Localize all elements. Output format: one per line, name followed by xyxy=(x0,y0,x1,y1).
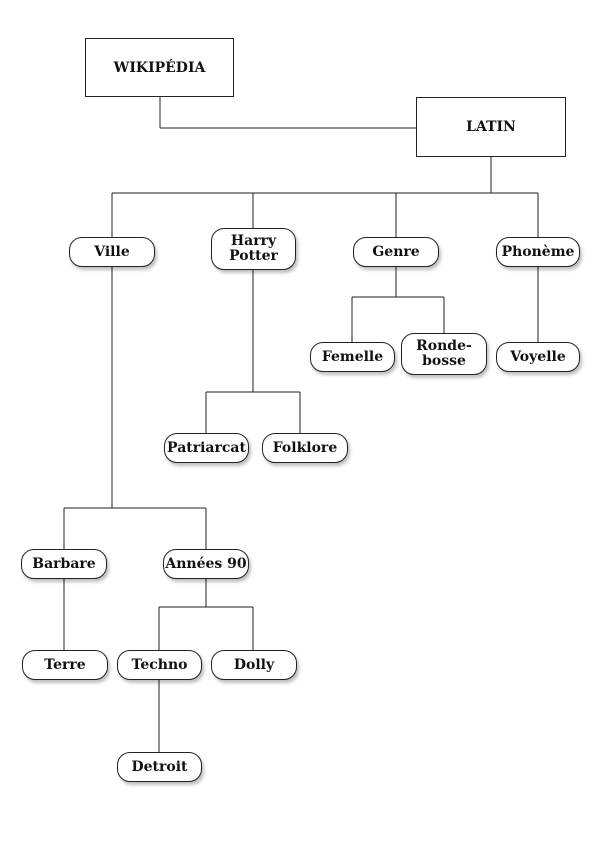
node-harry-potter: Harry Potter xyxy=(211,228,296,270)
node-label: Voyelle xyxy=(510,348,566,365)
node-techno: Techno xyxy=(117,650,202,680)
node-patriarcat: Patriarcat xyxy=(164,433,249,463)
node-label: Harry Potter xyxy=(229,233,278,264)
node-voyelle: Voyelle xyxy=(496,342,580,372)
node-dolly: Dolly xyxy=(211,650,297,680)
node-wikipedia: WIKIPÉDIA xyxy=(85,38,234,97)
node-label: Genre xyxy=(372,243,420,260)
node-label: Detroit xyxy=(131,758,188,775)
node-label: Terre xyxy=(44,656,86,673)
node-genre: Genre xyxy=(353,237,439,267)
node-label: Patriarcat xyxy=(167,439,246,456)
node-femelle: Femelle xyxy=(310,342,395,372)
node-detroit: Detroit xyxy=(117,752,202,782)
node-phoneme: Phonème xyxy=(496,237,580,267)
node-barbare: Barbare xyxy=(21,549,107,579)
node-label: LATIN xyxy=(466,119,516,135)
node-terre: Terre xyxy=(22,650,108,680)
node-label: Ronde- bosse xyxy=(416,338,472,369)
node-label: Femelle xyxy=(321,348,384,365)
node-label: Folklore xyxy=(272,439,338,456)
node-label: WIKIPÉDIA xyxy=(113,59,206,76)
node-latin: LATIN xyxy=(416,97,566,157)
node-folklore: Folklore xyxy=(262,433,348,463)
node-ville: Ville xyxy=(69,237,155,267)
node-label: Phonème xyxy=(501,243,575,260)
node-annees-90: Années 90 xyxy=(163,549,249,579)
node-label: Dolly xyxy=(233,656,275,673)
node-label: Ville xyxy=(94,243,130,260)
node-label: Années 90 xyxy=(165,555,247,572)
node-label: Barbare xyxy=(32,555,96,572)
node-ronde-bosse: Ronde- bosse xyxy=(401,333,487,375)
node-label: Techno xyxy=(131,656,188,673)
